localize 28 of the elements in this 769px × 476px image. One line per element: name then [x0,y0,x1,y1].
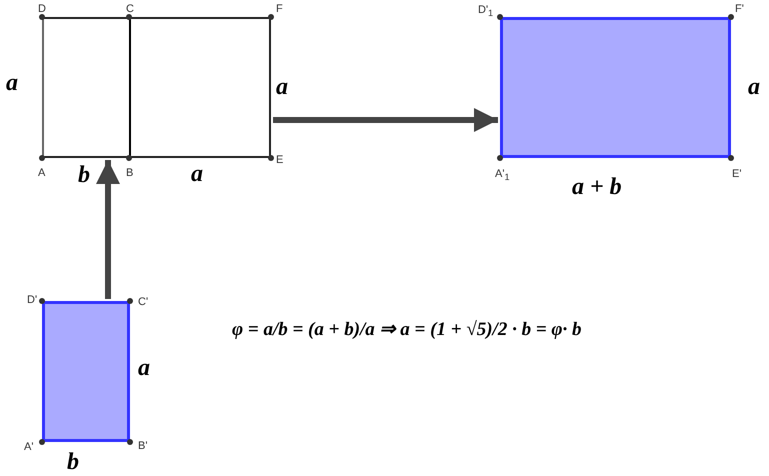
point-label: A' [24,441,34,453]
side-length-label: b [78,162,90,188]
point-label: B' [138,440,148,452]
point-label: B [126,167,134,179]
arrow [273,108,498,132]
point-label: C [126,3,134,15]
point-label: F [276,3,283,15]
point-label: C' [138,296,148,308]
point-label: E' [732,168,742,180]
point-label: A'$_{1}$ [495,168,510,184]
point-label: D'$_{1}$ [478,4,494,20]
point-label: E [276,154,284,166]
side-length-label: a [138,355,150,381]
side-length-label: a [276,74,288,100]
side-length-label: a [748,74,760,100]
rectangle-figure [42,17,271,158]
point-label: D [38,3,46,15]
side-length-label: a + b [572,174,622,200]
shaded-rectangle [500,17,731,158]
arrow [96,160,120,299]
side-length-label: a [191,161,203,187]
shaded-rectangle [42,301,130,442]
point-label: D' [27,294,38,306]
formula: φ = a/b = (a + b)/a ⇒ a = (1 + √5)/2 · b = φ· b [232,318,582,342]
side-length-label: b [67,449,79,475]
side-length-label: a [6,70,18,96]
point-label: A [38,167,46,179]
point-label: F' [735,3,744,15]
